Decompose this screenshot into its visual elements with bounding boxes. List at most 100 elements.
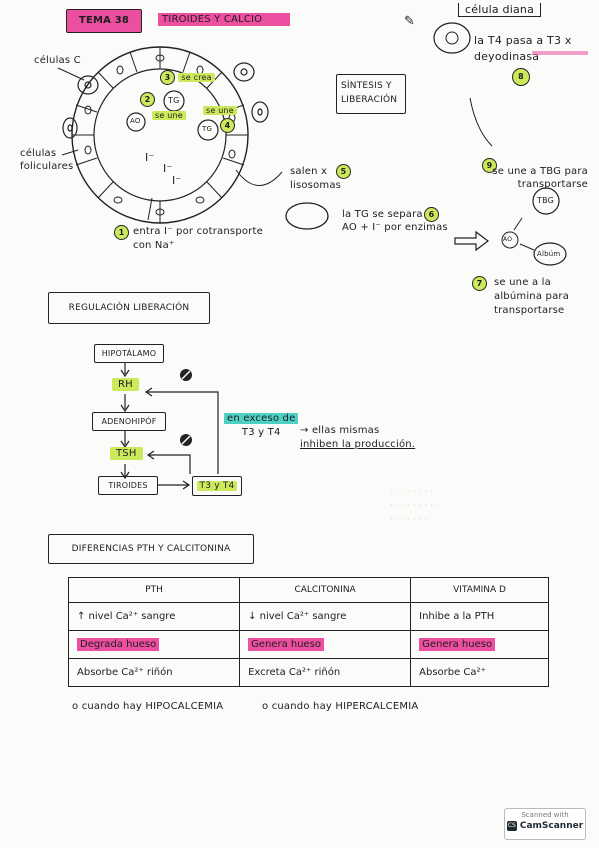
label-celulas-c: células C xyxy=(34,55,81,66)
box-t3t4: T3 y T4 xyxy=(192,476,242,496)
tg-circle-2 xyxy=(197,119,219,141)
scanner-line2: CamScanner xyxy=(519,821,584,831)
cell-vitd-1: Inhibe a la PTH xyxy=(410,602,549,631)
table-row: Degrada hueso Genera hueso Genera hueso xyxy=(67,630,549,659)
step3-group: 3 se crea xyxy=(160,70,215,85)
comparison-table: PTH CALCITONINA VITAMINA D ↑ nivel Ca²⁺ … xyxy=(67,577,549,687)
scanner-line1: Scanned with xyxy=(521,811,569,819)
step6-text: la TG se separa de AO + I⁻ por enzimas xyxy=(342,209,448,233)
step-9-badge: 9 xyxy=(482,158,497,173)
arrow-step1 xyxy=(147,197,153,221)
step2-group: 2 xyxy=(140,92,155,107)
note-hipercalcemia: o cuando hay HIPERCALCEMIA xyxy=(262,701,419,712)
note-hipocalcemia: o cuando hay HIPOCALCEMIA xyxy=(72,701,224,712)
cell-calcitonina-1: ↓ nivel Ca²⁺ sangre xyxy=(239,602,412,631)
cell-pth-3: Absorbe Ca²⁺ riñón xyxy=(67,658,241,687)
regulation-title: REGULACIÓN LIBERACIÓN xyxy=(48,292,210,324)
step7-text: se une a la albúmina para transportarse xyxy=(494,277,570,316)
t3t4-label: T3 y T4 xyxy=(196,481,238,491)
cell-calcitonina-2: Genera hueso xyxy=(248,638,325,651)
inhibit-note-1: → ellas mismas xyxy=(300,425,380,436)
topic-title-text: TIROIDES Y CALCIO xyxy=(158,13,291,26)
camscanner-logo-icon: CS xyxy=(506,821,517,831)
box-tiroides: TIROIDES xyxy=(98,476,158,495)
c-cells xyxy=(62,62,269,139)
camscanner-watermark: Scanned with CS CamScanner xyxy=(504,808,586,840)
ao-small-label: AO xyxy=(503,236,513,243)
target-cell-label: célula diana xyxy=(458,3,542,17)
hollow-arrow xyxy=(454,230,489,252)
step9-badge-wrap: 9 xyxy=(482,158,497,173)
inhibit-note: → ellas mismas inhiben la producción. xyxy=(300,424,415,452)
pin-icon: ✎ xyxy=(404,14,415,29)
iodide-3: I⁻ xyxy=(172,174,182,187)
ao-circle xyxy=(126,112,146,132)
topic-title: TIROIDES Y CALCIO xyxy=(158,13,291,26)
step5-badge-wrap: 5 xyxy=(336,164,351,179)
follicle-cell-walls xyxy=(72,47,248,223)
arrow-step8 xyxy=(469,97,493,147)
albumin-label: Albúm xyxy=(537,250,561,258)
step8-highlight-mark xyxy=(532,51,588,55)
exceso-line1: en exceso de xyxy=(224,413,299,424)
differences-title: DIFERENCIAS PTH Y CALCITONINA xyxy=(48,534,254,564)
albumin-circle xyxy=(533,242,567,266)
step4-label-wrap: se une xyxy=(203,105,237,116)
synthesis-box: SÍNTESIS Y LIBERACIÓN xyxy=(336,74,406,114)
label-celulas-foliculares: células foliculares xyxy=(20,148,74,172)
cell-calcitonina-3: Excreta Ca²⁺ riñón xyxy=(239,658,412,687)
step-8-badge: 8 xyxy=(512,68,530,86)
step4-label: se une xyxy=(203,106,237,115)
rh-label: RH xyxy=(112,378,139,391)
step-6-badge: 6 xyxy=(424,207,439,222)
arrow-step5 xyxy=(235,169,283,186)
step8-text: la T4 pasa a T3 x deyodinasa xyxy=(474,33,590,65)
step-5-badge: 5 xyxy=(336,164,351,179)
target-cell xyxy=(433,22,471,54)
rh-wrap: RH xyxy=(112,378,139,391)
step8-text-body: la T4 pasa a T3 x deyodinasa xyxy=(474,34,572,63)
box-hipotalamo: HIPOTÁLAMO xyxy=(94,344,164,363)
tg-label: TG xyxy=(168,96,180,105)
step8-badge-wrap: 8 xyxy=(512,68,530,86)
step-7-badge: 7 xyxy=(472,276,487,291)
cell-vitd-2: Genera hueso xyxy=(419,638,496,651)
inhibition-icons xyxy=(180,369,192,446)
table-row: ↑ nivel Ca²⁺ sangre ↓ nivel Ca²⁺ sangre … xyxy=(67,602,549,631)
iodide-1: I⁻ xyxy=(145,151,155,164)
topic-number-box: TEMA 38 xyxy=(66,9,142,33)
table-row: Absorbe Ca²⁺ riñón Excreta Ca²⁺ riñón Ab… xyxy=(67,658,549,687)
cell-vitd-2-wrap: Genera hueso xyxy=(410,630,549,659)
step1-text: entra I⁻ por cotransporte con Na⁺ xyxy=(133,226,263,251)
arrow-foliculares xyxy=(61,149,79,156)
step2-label: se une xyxy=(152,111,186,120)
step5-text: salen x lisosomas xyxy=(290,166,342,191)
lysosome xyxy=(285,202,329,230)
cell-calcitonina-2-wrap: Genera hueso xyxy=(239,630,412,659)
inhibit-note-2: inhiben la producción. xyxy=(300,439,416,450)
step7-badge-wrap: 7 xyxy=(472,276,487,291)
regulation-arrows xyxy=(120,362,219,490)
step4-badge-wrap: 4 xyxy=(220,118,235,133)
exceso-note: en exceso de T3 y T4 xyxy=(224,412,299,440)
table-header-pth: PTH xyxy=(67,577,241,603)
follicle-lumen xyxy=(93,68,227,202)
step-2-badge: 2 xyxy=(140,92,155,107)
tsh-label: TSH xyxy=(110,447,143,460)
table-header-vitamina-d: VITAMINA D xyxy=(410,577,549,603)
topic-number: TEMA 38 xyxy=(78,15,130,26)
link-alb xyxy=(519,243,535,251)
cell-pth-2: Degrada hueso xyxy=(77,638,160,651)
link-tbg xyxy=(513,217,523,231)
step9-text: se une a TBG para transportarse xyxy=(492,166,588,190)
scanner-brand: CS CamScanner xyxy=(505,821,585,831)
step3-label: se crea xyxy=(178,73,215,82)
ao-small-circle xyxy=(501,231,519,249)
step-3-badge: 3 xyxy=(160,70,175,85)
iodide-2: I⁻ xyxy=(163,162,173,175)
bleed-through: · · · · · · · ·· · · · · · · · ·· · · · … xyxy=(390,487,439,525)
step-4-badge: 4 xyxy=(220,118,235,133)
step6-badge-wrap: 6 xyxy=(424,207,439,222)
step1-badge-wrap: 1 xyxy=(114,225,129,240)
